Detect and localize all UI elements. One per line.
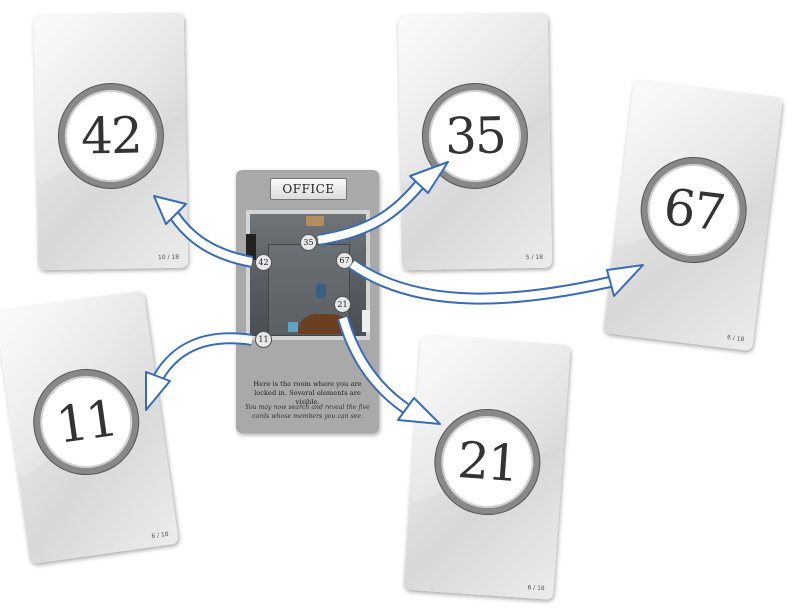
room-box bbox=[306, 216, 324, 226]
office-token-11[interactable]: 11 bbox=[255, 331, 272, 348]
arrow-to-21 bbox=[337, 316, 441, 425]
office-title: OFFICE bbox=[270, 178, 347, 200]
office-instruction: You may now search and reveal the five c… bbox=[245, 404, 370, 420]
arrow-to-42 bbox=[153, 195, 254, 268]
office-token-67[interactable]: 67 bbox=[336, 252, 353, 269]
room-desk bbox=[298, 314, 350, 334]
room-door bbox=[246, 234, 256, 260]
office-token-42[interactable]: 42 bbox=[255, 254, 272, 271]
room-screen bbox=[288, 322, 298, 332]
room-chair bbox=[316, 284, 326, 298]
office-token-21[interactable]: 21 bbox=[334, 296, 351, 313]
office-token-35[interactable]: 35 bbox=[300, 234, 317, 251]
arrow-to-35 bbox=[317, 161, 449, 246]
arrow-to-11 bbox=[145, 332, 253, 411]
office-description: Here is the room where you are locked in… bbox=[253, 380, 362, 406]
arrow-to-67 bbox=[348, 259, 644, 305]
room-window bbox=[362, 310, 370, 332]
